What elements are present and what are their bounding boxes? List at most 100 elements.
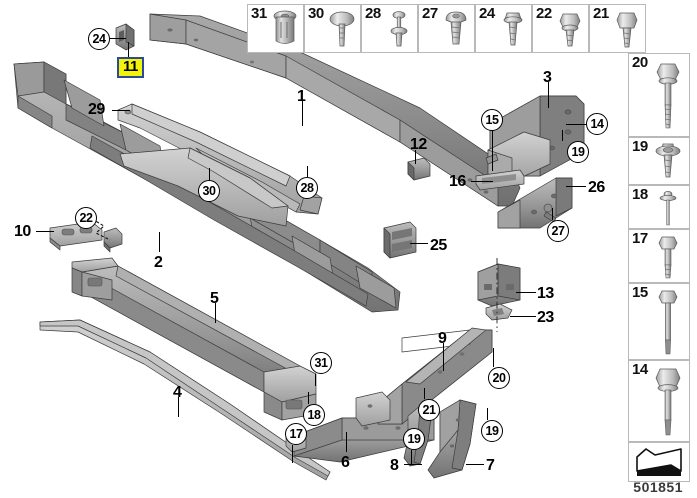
callout-1[interactable]: 1 — [297, 88, 306, 105]
callout-20[interactable]: 20 — [488, 367, 510, 389]
callout-18[interactable]: 18 — [303, 404, 325, 426]
leader-line-24 — [110, 38, 126, 40]
direction-arrow-icon — [629, 443, 689, 481]
legend-right-item-20[interactable]: 20 — [628, 53, 690, 137]
leader-line-10 — [36, 231, 54, 233]
legend-top-number-21: 21 — [593, 5, 609, 22]
leader-line-21 — [424, 388, 426, 399]
leader-line-19c — [411, 450, 413, 464]
callout-10[interactable]: 10 — [14, 223, 31, 240]
callout-9[interactable]: 9 — [438, 330, 447, 347]
legend-top-item-31[interactable]: 31 — [247, 4, 304, 53]
leader-line-30 — [209, 168, 211, 180]
leader-line-15 — [492, 121, 494, 171]
leader-line-26 — [566, 186, 586, 188]
callout-21[interactable]: 21 — [418, 399, 440, 421]
callout-29[interactable]: 29 — [88, 101, 105, 118]
pin-with-collar-icon — [651, 186, 687, 228]
leader-line-16 — [471, 181, 493, 183]
leader-line-7 — [466, 464, 484, 466]
callout-3[interactable]: 3 — [543, 69, 552, 86]
legend-top-item-22[interactable]: 22 — [532, 4, 589, 53]
leader-line-12 — [415, 150, 417, 164]
callout-22[interactable]: 22 — [75, 207, 97, 229]
callout-7[interactable]: 7 — [486, 457, 495, 474]
legend-right-item-17[interactable]: 17 — [628, 229, 690, 283]
leader-line-19a — [562, 130, 564, 141]
leader-line-6 — [346, 432, 348, 452]
callout-31[interactable]: 31 — [310, 352, 332, 374]
flange-screw-icon — [496, 5, 529, 52]
callout-2[interactable]: 2 — [154, 254, 163, 271]
callout-13[interactable]: 13 — [537, 285, 554, 302]
callout-6[interactable]: 6 — [341, 454, 350, 471]
leader-line-5 — [215, 303, 217, 323]
callout-8[interactable]: 8 — [390, 457, 399, 474]
callout-16[interactable]: 16 — [449, 173, 466, 190]
callout-30[interactable]: 30 — [198, 180, 220, 202]
callout-12[interactable]: 12 — [410, 136, 427, 153]
hex-bolt-icon — [610, 5, 643, 52]
callout-28[interactable]: 28 — [296, 177, 318, 199]
leader-line-11 — [128, 42, 130, 57]
legend-top-item-27[interactable]: 27 — [418, 4, 475, 53]
hex-flange-bolt-long-icon — [651, 54, 687, 136]
leader-line-29 — [112, 110, 130, 112]
legend-top-number-27: 27 — [422, 5, 438, 22]
hex-flange-bolt-short-icon — [553, 5, 586, 52]
legend-right-item-19[interactable]: 19 — [628, 137, 690, 185]
legend-top-number-24: 24 — [479, 5, 495, 22]
leader-line-3 — [548, 82, 550, 108]
leader-line-31 — [315, 374, 317, 386]
legend-right-number-14: 14 — [632, 361, 648, 378]
legend-top-number-30: 30 — [308, 5, 324, 22]
washer-head-screw-icon — [651, 138, 687, 184]
leader-line-27 — [552, 208, 554, 220]
leader-line-8 — [404, 464, 422, 466]
callout-24[interactable]: 24 — [88, 28, 110, 50]
hex-flange-bolt-xl-icon — [651, 361, 687, 441]
legend-top-item-30[interactable]: 30 — [304, 4, 361, 53]
callout-23[interactable]: 23 — [537, 309, 554, 326]
leader-line-13 — [516, 292, 536, 294]
legend-right-item-14[interactable]: 14 — [628, 360, 690, 442]
push-pin-clip-icon — [325, 5, 358, 52]
hex-bolt-medium-icon — [651, 230, 687, 282]
legend-right-number-19: 19 — [632, 138, 648, 155]
leader-line-17 — [292, 445, 294, 463]
callout-25[interactable]: 25 — [430, 237, 447, 254]
callout-26[interactable]: 26 — [588, 179, 605, 196]
callout-27[interactable]: 27 — [547, 220, 569, 242]
leader-line-4 — [178, 397, 180, 417]
legend-top-item-28[interactable]: 28 — [361, 4, 418, 53]
callout-19-b[interactable]: 19 — [481, 420, 503, 442]
legend-top-number-31: 31 — [251, 5, 267, 22]
callout-14[interactable]: 14 — [586, 113, 608, 135]
legend-right-number-15: 15 — [632, 284, 648, 301]
leader-line-20 — [493, 348, 495, 367]
legend-top-number-22: 22 — [536, 5, 552, 22]
callout-11-selected[interactable]: 11 — [117, 57, 144, 78]
legend-top-item-21[interactable]: 21 — [589, 4, 646, 53]
callout-5[interactable]: 5 — [210, 290, 219, 307]
legend-top-item-24[interactable]: 24 — [475, 4, 532, 53]
callout-17[interactable]: 17 — [285, 423, 307, 445]
hex-bolt-extra-long-icon — [651, 284, 687, 359]
leader-line-2 — [159, 232, 161, 252]
leader-line-23 — [510, 316, 536, 318]
callout-19-a[interactable]: 19 — [567, 141, 589, 163]
legend-right-item-15[interactable]: 15 — [628, 283, 690, 360]
callout-4[interactable]: 4 — [173, 384, 182, 401]
callout-19-c[interactable]: 19 — [403, 428, 425, 450]
leader-line-28 — [307, 166, 309, 177]
leader-line-18 — [308, 392, 310, 404]
callout-15[interactable]: 15 — [481, 109, 503, 131]
legend-right-number-17: 17 — [632, 230, 648, 247]
legend-right-item-18[interactable]: 18 — [628, 185, 690, 229]
expansion-rivet-icon — [382, 5, 415, 52]
leader-line-19b — [487, 408, 489, 420]
legend-top-number-28: 28 — [365, 5, 381, 22]
leader-line-14 — [566, 124, 586, 126]
